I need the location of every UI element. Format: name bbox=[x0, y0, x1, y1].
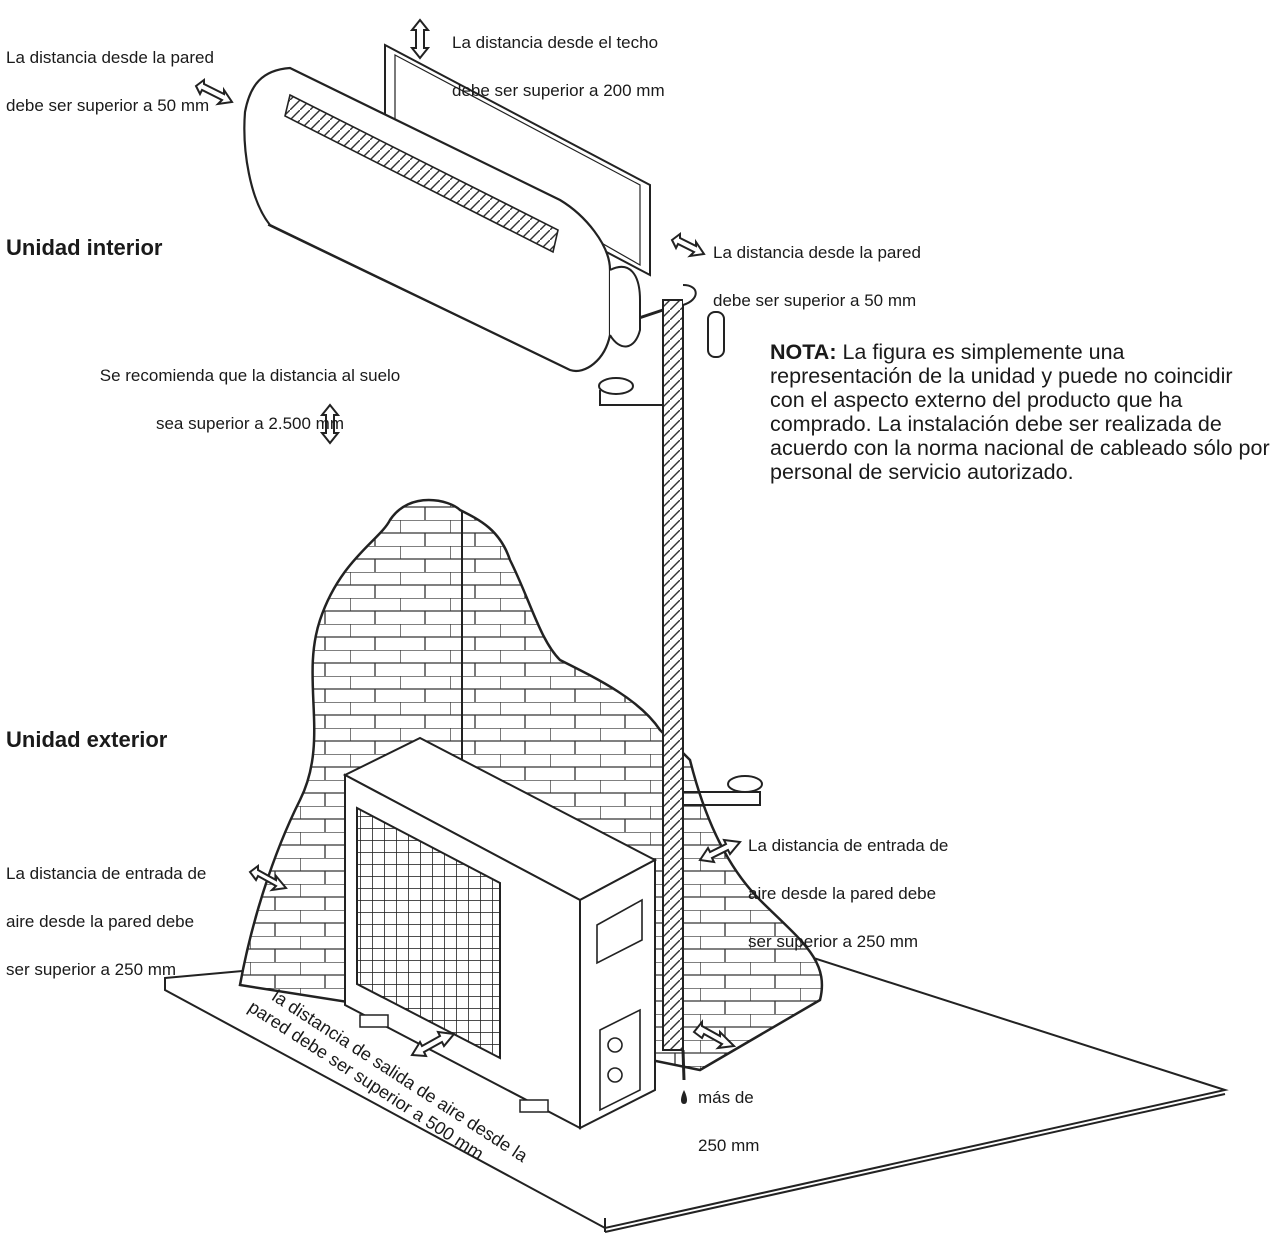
label-wall-right: La distancia desde la pared debe ser sup… bbox=[713, 243, 921, 310]
arrow-ceiling bbox=[409, 18, 431, 60]
label-floor: Se recomienda que la distancia al suelo … bbox=[99, 366, 401, 433]
indoor-unit bbox=[243, 43, 651, 373]
arrow-air-in-left bbox=[248, 864, 288, 892]
label-air-in-right: La distancia de entrada de aire desde la… bbox=[748, 836, 949, 951]
label-side: más de 250 mm bbox=[698, 1088, 760, 1155]
arrow-wall-top-left bbox=[194, 78, 234, 106]
arrow-side bbox=[692, 1019, 737, 1050]
label-air-in-left: La distancia de entrada de aire desde la… bbox=[6, 864, 207, 979]
heading-outdoor-unit: Unidad exterior bbox=[6, 727, 168, 752]
note-text: NOTA: La figura es simplemente una repre… bbox=[770, 340, 1270, 484]
note-prefix: NOTA: bbox=[770, 340, 837, 364]
pipe-run bbox=[598, 284, 763, 1104]
arrow-floor bbox=[319, 403, 341, 445]
note-body: La figura es simplemente una representac… bbox=[770, 340, 1270, 484]
arrow-outlet bbox=[410, 1030, 456, 1058]
heading-indoor-unit: Unidad interior bbox=[6, 235, 163, 260]
clearance-arrows bbox=[194, 18, 742, 1058]
outdoor-unit bbox=[342, 736, 658, 1130]
label-wall-top-left: La distancia desde la pared debe ser sup… bbox=[6, 48, 214, 115]
arrow-air-in-right bbox=[698, 838, 742, 864]
label-ceiling: La distancia desde el techo debe ser sup… bbox=[452, 33, 665, 100]
arrow-wall-right bbox=[670, 232, 706, 258]
